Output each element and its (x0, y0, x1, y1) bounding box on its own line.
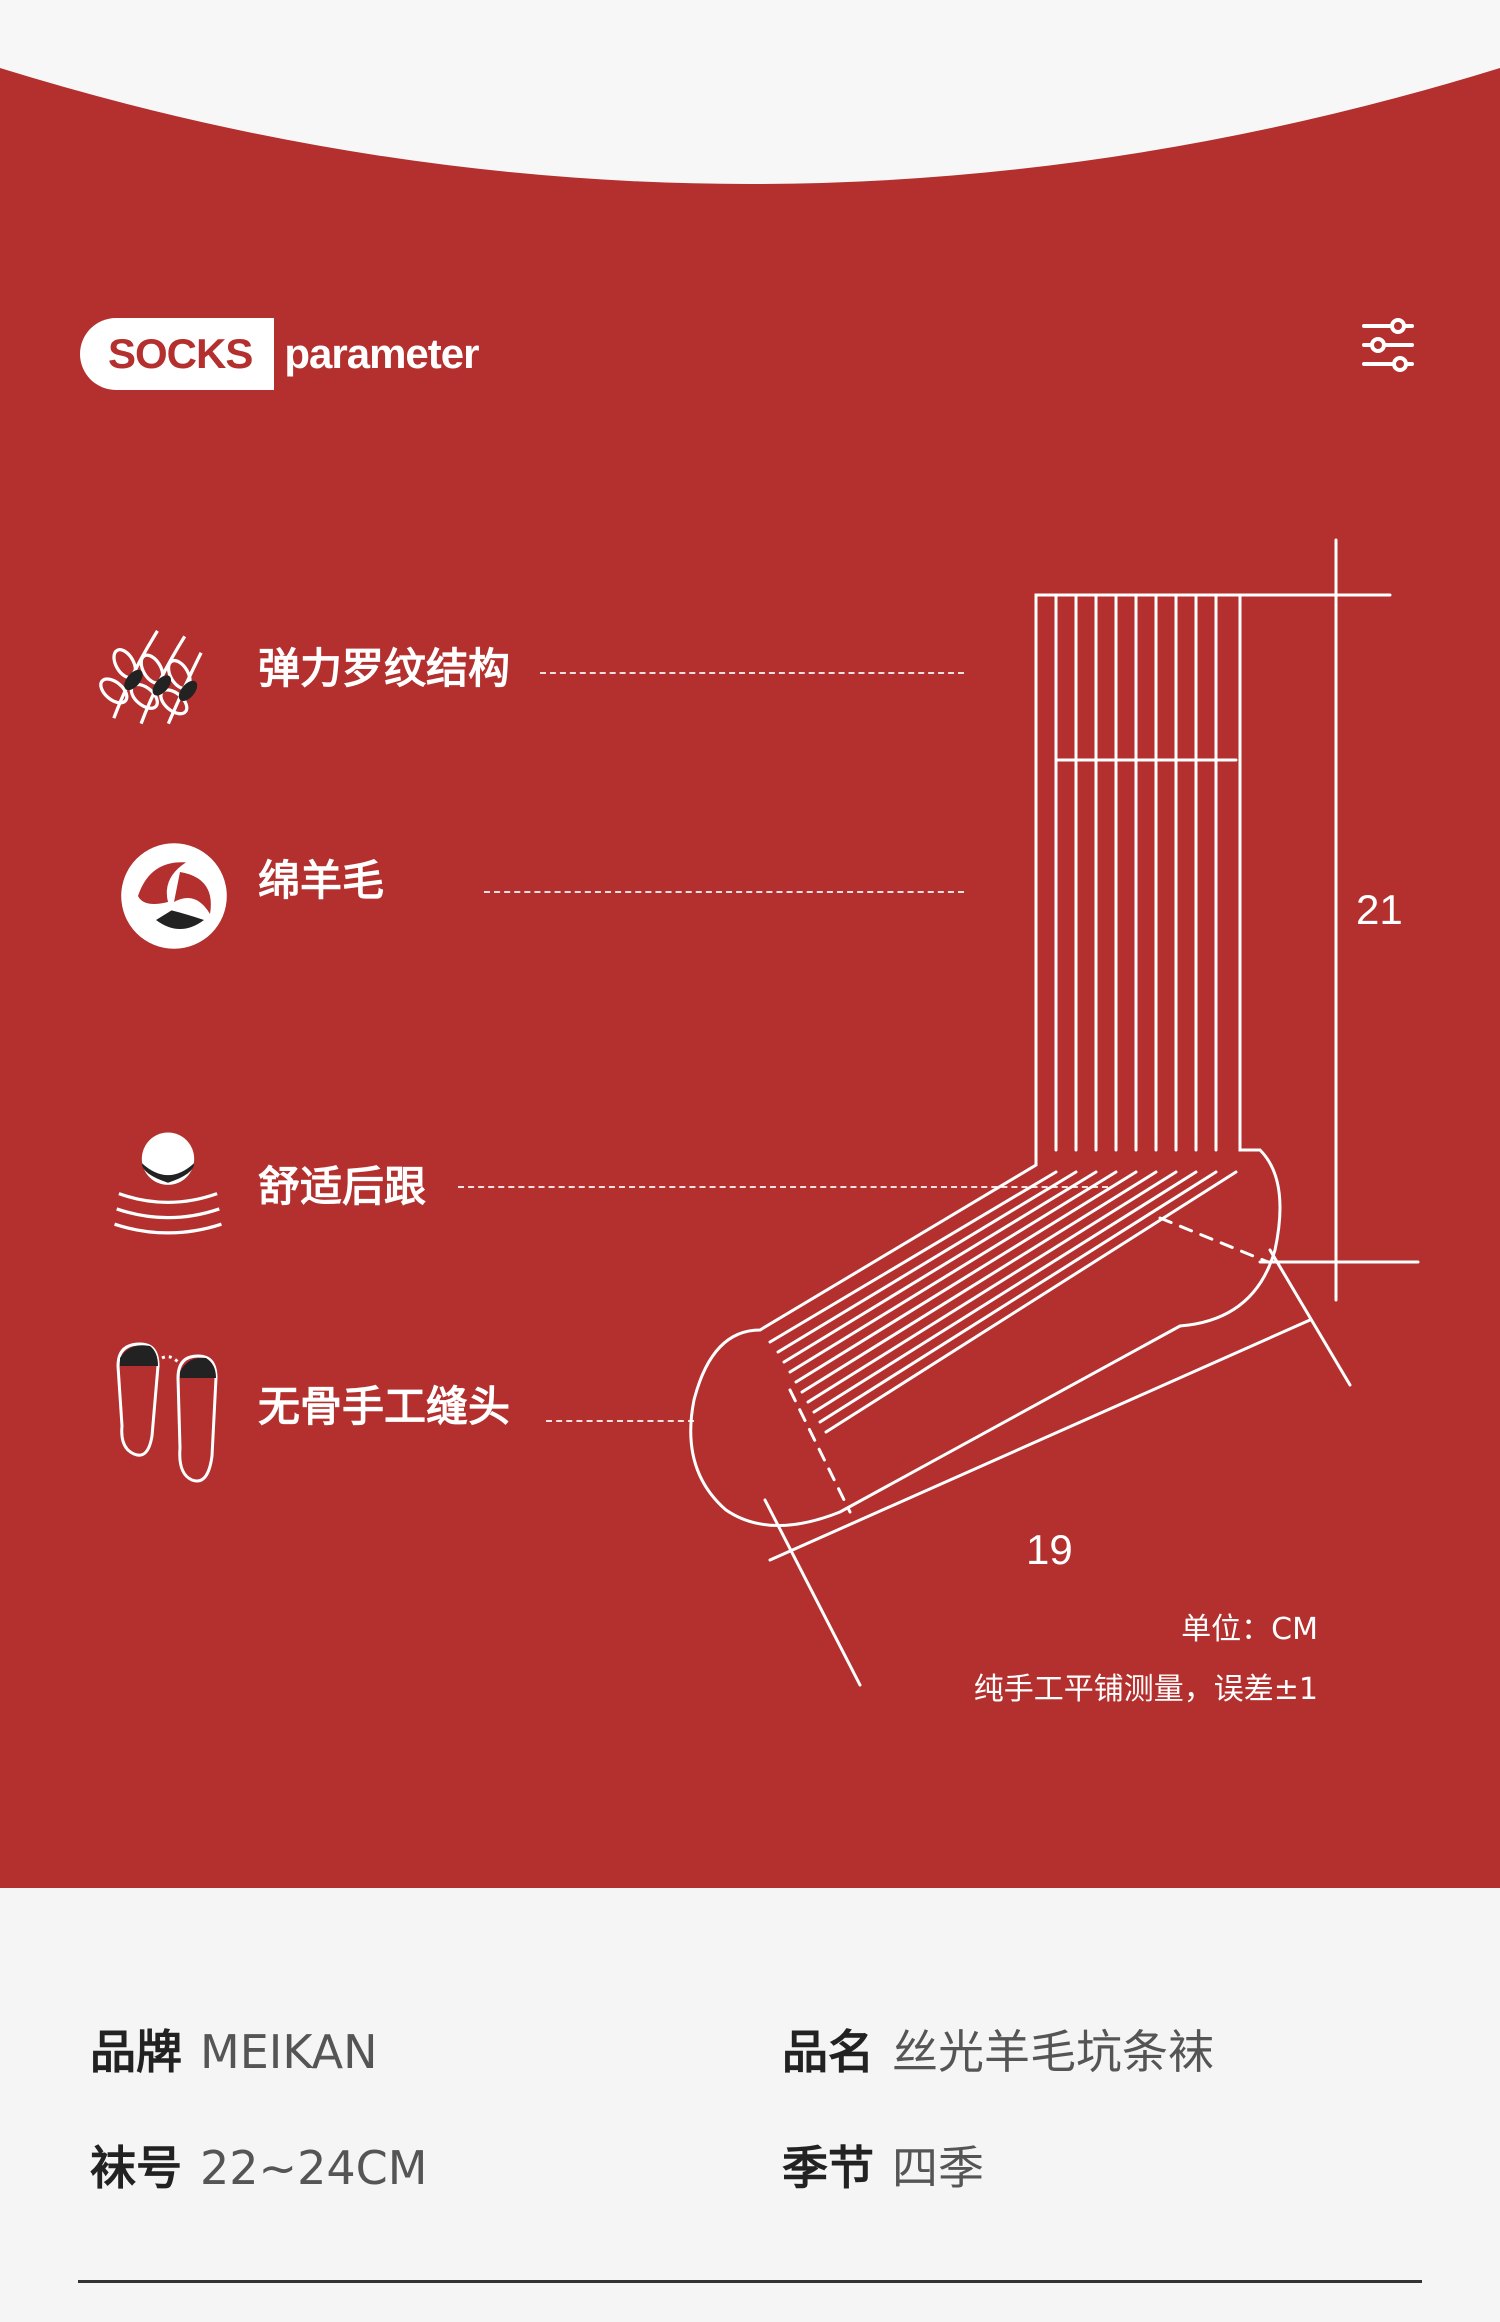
badge-text: parameter (284, 330, 479, 377)
heel-icon (114, 1132, 222, 1235)
sliders-icon[interactable] (1360, 316, 1416, 374)
toe-seam-icon (116, 1342, 218, 1483)
info-brand: 品牌 MEIKAN (90, 2016, 378, 2082)
feature-label: 舒适后跟 (258, 1162, 427, 1211)
leader-line (546, 1420, 694, 1422)
socks-parameter-badge: SOCKS parameter (80, 318, 479, 390)
measure-note: 纯手工平铺测量，误差±1 (973, 1672, 1318, 1707)
height-dimension: 21 (1356, 886, 1403, 933)
divider (78, 2280, 1422, 2283)
unit-note: 单位：CM (1181, 1612, 1318, 1647)
feature-label: 无骨手工缝头 (258, 1382, 511, 1431)
info-value: 丝光羊毛坑条袜 (892, 2025, 1214, 2079)
feature-label: 弹力罗纹结构 (258, 644, 511, 693)
info-value: 22~24CM (200, 2141, 428, 2195)
info-key: 季节 (782, 2141, 874, 2195)
badge-pill: SOCKS (80, 318, 275, 390)
top-wave (0, 0, 1500, 184)
wool-icon (121, 843, 227, 949)
length-dimension: 19 (1026, 1526, 1073, 1573)
info-season: 季节四季 (782, 2132, 984, 2198)
leader-line (458, 1186, 1108, 1188)
wheat-icon (99, 630, 203, 725)
info-value: MEIKAN (200, 2025, 378, 2079)
info-key: 袜号 (90, 2141, 182, 2195)
feature-label: 绵羊毛 (258, 856, 385, 905)
sock-diagram (689, 538, 1420, 1687)
info-key: 品牌 (90, 2025, 182, 2079)
info-product-name: 品名丝光羊毛坑条袜 (782, 2016, 1214, 2082)
parameter-panel (0, 0, 1500, 1888)
info-key: 品名 (782, 2025, 874, 2079)
info-size: 袜号 22~24CM (90, 2132, 427, 2198)
leader-line (484, 891, 964, 893)
leader-line (540, 672, 964, 674)
info-value: 四季 (892, 2141, 984, 2195)
